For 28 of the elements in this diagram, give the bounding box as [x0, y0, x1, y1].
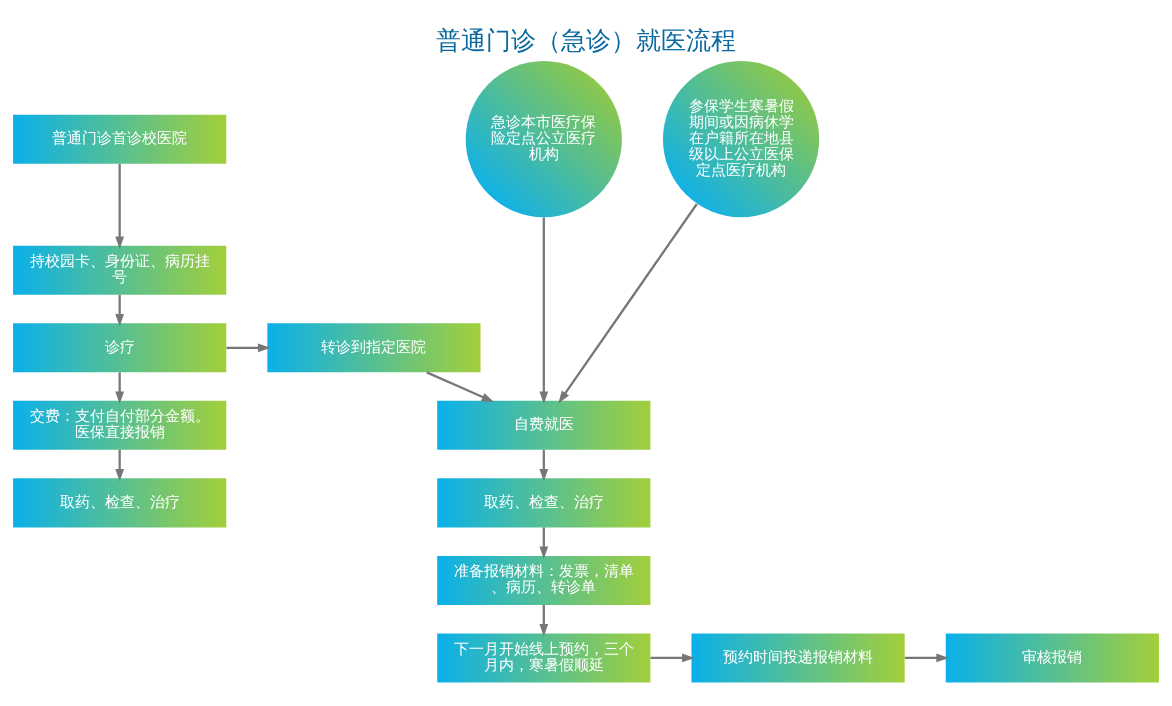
arrow — [558, 202, 698, 403]
node-box: 持校园卡、身份证、病历挂号 — [13, 245, 227, 295]
node-box: 诊疗 — [13, 322, 227, 372]
node-box: 取药、检查、治疗 — [13, 477, 227, 527]
node-circle: 参保学生寒暑假期间或因病休学在户籍所在地县级以上公立医保定点医疗机构 — [662, 60, 820, 217]
arrow — [115, 294, 125, 326]
arrow — [115, 163, 125, 249]
node-box: 转诊到指定医院 — [267, 322, 481, 372]
node-box: 准备报销材料：发票，清单、病历、转诊单 — [437, 555, 651, 605]
arrow — [539, 449, 549, 482]
node-box: 取药、检查、治疗 — [437, 477, 651, 527]
arrow — [539, 604, 549, 637]
arrow — [115, 371, 125, 404]
arrow — [226, 342, 271, 352]
arrow — [904, 653, 949, 662]
node-box: 审核报销 — [945, 632, 1159, 682]
node-box: 交费：支付自付部分金额。医保直接报销 — [13, 400, 227, 450]
arrow — [115, 449, 125, 482]
arrow — [650, 653, 695, 662]
arrow — [426, 370, 495, 402]
node-box: 预约时间投递报销材料 — [691, 632, 905, 682]
node-box: 普通门诊首诊校医院 — [13, 114, 227, 164]
arrow — [539, 217, 549, 404]
node-box: 自费就医 — [437, 400, 651, 450]
node-circle: 急诊本市医疗保险定点公立医疗机构 — [465, 60, 622, 217]
node-box: 下一月开始线上预约，三个月内，寒暑假顺延 — [437, 632, 651, 682]
arrow — [539, 526, 549, 559]
diagram-title: 普通门诊（急诊）就医流程 — [436, 25, 736, 55]
